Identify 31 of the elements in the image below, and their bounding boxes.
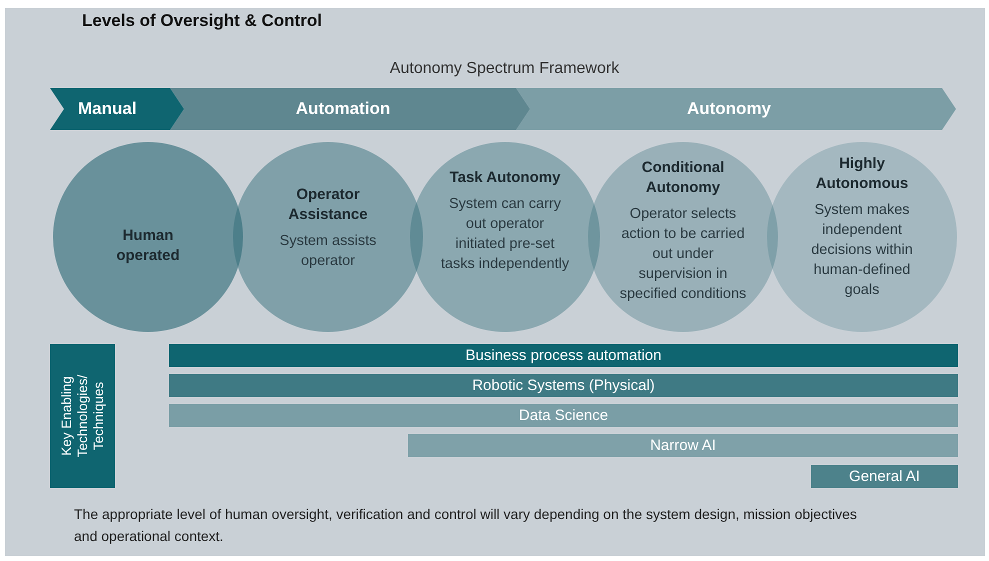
category-panel (50, 344, 115, 488)
level-description: System assists operator (278, 232, 378, 271)
level-description: System can carry out operator initiated pre-set tasks independently (440, 195, 570, 274)
technology-bar (169, 404, 958, 427)
technology-label: Narrow AI (650, 437, 716, 454)
technology-label: Business process automation (466, 347, 662, 364)
stage-label: Automation (296, 99, 390, 119)
technology-label: Robotic Systems (Physical) (472, 377, 655, 394)
technology-label: General AI (849, 468, 920, 485)
chevron-band (50, 88, 184, 130)
level-description: Operator selects action to be carried out under supervision in specified conditions (618, 205, 748, 304)
chevron-band (170, 88, 530, 130)
level-circle (767, 142, 957, 332)
technology-bar (811, 465, 958, 488)
framework-title: Autonomy Spectrum Framework (390, 60, 620, 77)
level-heading: Highly Autonomous (814, 154, 910, 194)
chevron-band (516, 88, 956, 130)
level-description: System makes independent decisions within human-defined goals (810, 201, 914, 300)
level-heading: Human operated (115, 226, 181, 266)
technology-bar (408, 434, 958, 457)
diagram-title: Levels of Oversight & Control (82, 11, 322, 31)
stage-label: Autonomy (686, 99, 772, 119)
level-heading: Conditional Autonomy (640, 158, 726, 198)
level-heading: Task Autonomy (448, 168, 562, 188)
stage-label: Manual (78, 99, 137, 119)
technology-bar (169, 344, 958, 367)
category-label: Key Enabling Technologies/ Techniques (58, 374, 106, 460)
footnote: The appropriate level of human oversight, verification and control will vary depending on the system design, mission objectives and operational context. (74, 505, 858, 546)
technology-label: Data Science (518, 407, 608, 424)
technology-bar (169, 374, 958, 397)
level-heading: Operator Assistance (287, 185, 369, 225)
